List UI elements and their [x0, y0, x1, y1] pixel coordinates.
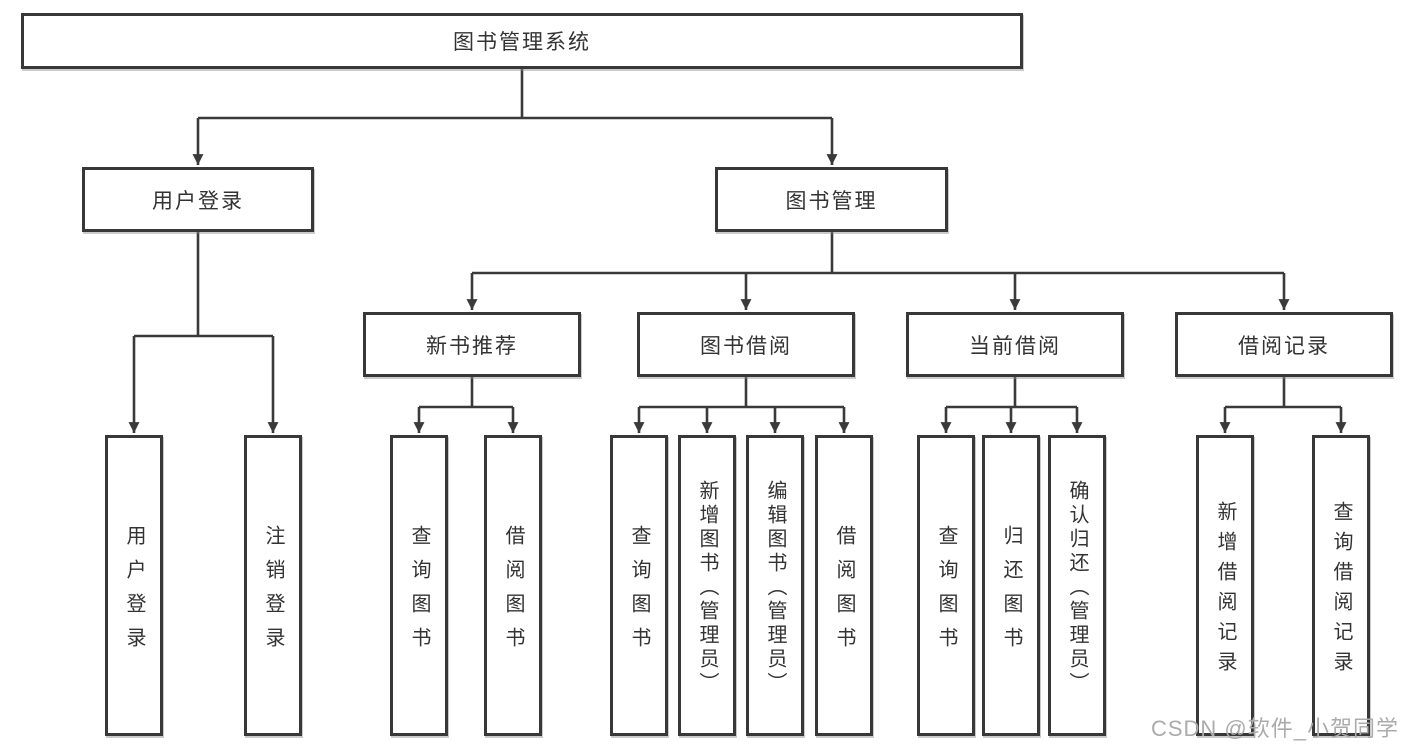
csdn-watermark: CSDN @软件_小贺同学 [1150, 716, 1399, 741]
leaf-query-books-current: 查询图书 [917, 435, 975, 736]
node-label: 用户登录 [152, 189, 244, 213]
leaf-user-login: 用户登录 [105, 435, 163, 736]
leaf-confirm-return-admin: 确认归还（管理员） [1048, 435, 1106, 736]
leaf-label: 查询借阅记录 [1330, 500, 1352, 681]
leaf-label: 用户登录 [123, 524, 145, 661]
leaf-borrow-books-recommend: 借阅图书 [484, 435, 542, 736]
node-label: 图书借阅 [700, 334, 792, 358]
node-book-management: 图书管理 [715, 167, 948, 232]
leaf-query-books-recommend: 查询图书 [390, 435, 448, 736]
leaf-label: 编辑图书（管理员） [764, 479, 786, 696]
leaf-query-borrow-record: 查询借阅记录 [1312, 435, 1370, 736]
leaf-label: 归还图书 [1000, 524, 1022, 661]
leaf-label: 查询图书 [935, 524, 957, 661]
leaf-label: 借阅图书 [502, 524, 524, 661]
leaf-query-books-borrowing: 查询图书 [610, 435, 668, 736]
leaf-logout: 注销登录 [244, 435, 302, 736]
node-label: 当前借阅 [969, 334, 1061, 358]
node-label: 图书管理系统 [453, 31, 591, 54]
node-book-borrowing: 图书借阅 [637, 312, 855, 377]
node-label: 新书推荐 [426, 334, 518, 358]
leaf-add-borrow-record: 新增借阅记录 [1196, 435, 1254, 736]
node-label: 图书管理 [785, 189, 878, 213]
leaf-return-books: 归还图书 [982, 435, 1040, 736]
leaf-label: 查询图书 [408, 524, 430, 661]
leaf-add-books-admin: 新增图书（管理员） [678, 435, 736, 736]
node-library-management-system: 图书管理系统 [21, 13, 1023, 69]
node-borrowing-records: 借阅记录 [1175, 312, 1393, 377]
leaf-label: 确认归还（管理员） [1066, 479, 1088, 696]
leaf-label: 借阅图书 [833, 524, 855, 661]
leaf-label: 注销登录 [262, 524, 284, 661]
node-user-login: 用户登录 [82, 167, 314, 232]
leaf-label: 新增图书（管理员） [696, 479, 718, 696]
leaf-label: 查询图书 [628, 524, 650, 661]
leaf-edit-books-admin: 编辑图书（管理员） [746, 435, 804, 736]
node-label: 借阅记录 [1238, 334, 1330, 358]
leaf-label: 新增借阅记录 [1214, 500, 1236, 681]
leaf-borrow-books: 借阅图书 [815, 435, 873, 736]
node-new-book-recommendation: 新书推荐 [363, 312, 581, 377]
node-current-borrowing: 当前借阅 [906, 312, 1124, 377]
